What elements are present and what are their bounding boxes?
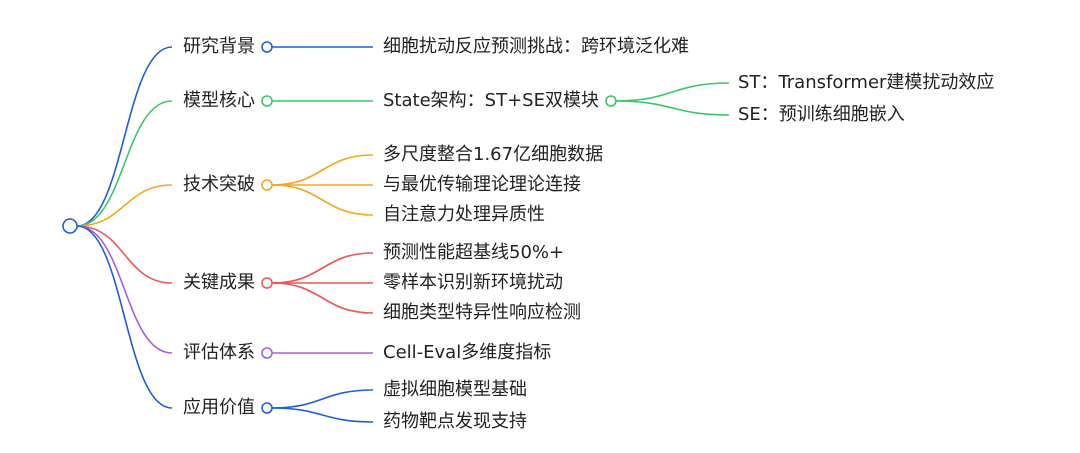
child-label: 药物靶点发现支持 [383,411,527,432]
branch-link [76,100,173,227]
branch-link [76,225,173,409]
child-collapse-toggle[interactable] [605,95,617,107]
grandchild-label: SE：预训练细胞嵌入 [738,104,905,125]
child-link [271,184,374,216]
branch-collapse-toggle[interactable] [261,277,273,289]
grandchild-link [615,100,730,116]
child-label: 虚拟细胞模型基础 [383,379,527,400]
branch-label: 模型核心 [183,90,255,111]
branch-link [76,225,173,284]
child-label: 零样本识别新环境扰动 [383,272,563,293]
branch-collapse-toggle[interactable] [261,347,273,359]
child-label: Cell-Eval多维度指标 [383,342,551,363]
child-link [271,154,374,186]
child-label: 多尺度整合1.67亿细胞数据 [383,144,603,165]
branch-label: 关键成果 [183,272,255,293]
root-node[interactable] [62,218,78,234]
child-label: State架构：ST+SE双模块 [383,90,599,111]
branch-collapse-toggle[interactable] [261,95,273,107]
branch-collapse-toggle[interactable] [261,41,273,53]
child-label: 与最优传输理论理论连接 [383,174,581,195]
child-link [271,389,374,409]
grandchild-link [615,82,730,102]
grandchild-label: ST：Transformer建模扰动效应 [738,72,994,93]
child-label: 预测性能超基线50%+ [383,242,564,263]
child-label: 细胞类型特异性响应检测 [383,302,581,323]
branch-label: 评估体系 [183,342,255,363]
child-label: 细胞扰动反应预测挑战：跨环境泛化难 [383,36,689,57]
branch-link [76,225,173,354]
branch-collapse-toggle[interactable] [261,179,273,191]
branch-collapse-toggle[interactable] [261,402,273,414]
branch-label: 应用价值 [183,397,255,418]
branch-link [76,46,173,227]
child-label: 自注意力处理异质性 [383,204,545,225]
links-layer [76,46,730,423]
branch-link [76,184,173,227]
branch-label: 研究背景 [183,36,255,57]
child-link [271,407,374,423]
child-link [271,282,374,314]
child-link [271,252,374,284]
branch-label: 技术突破 [183,174,255,195]
